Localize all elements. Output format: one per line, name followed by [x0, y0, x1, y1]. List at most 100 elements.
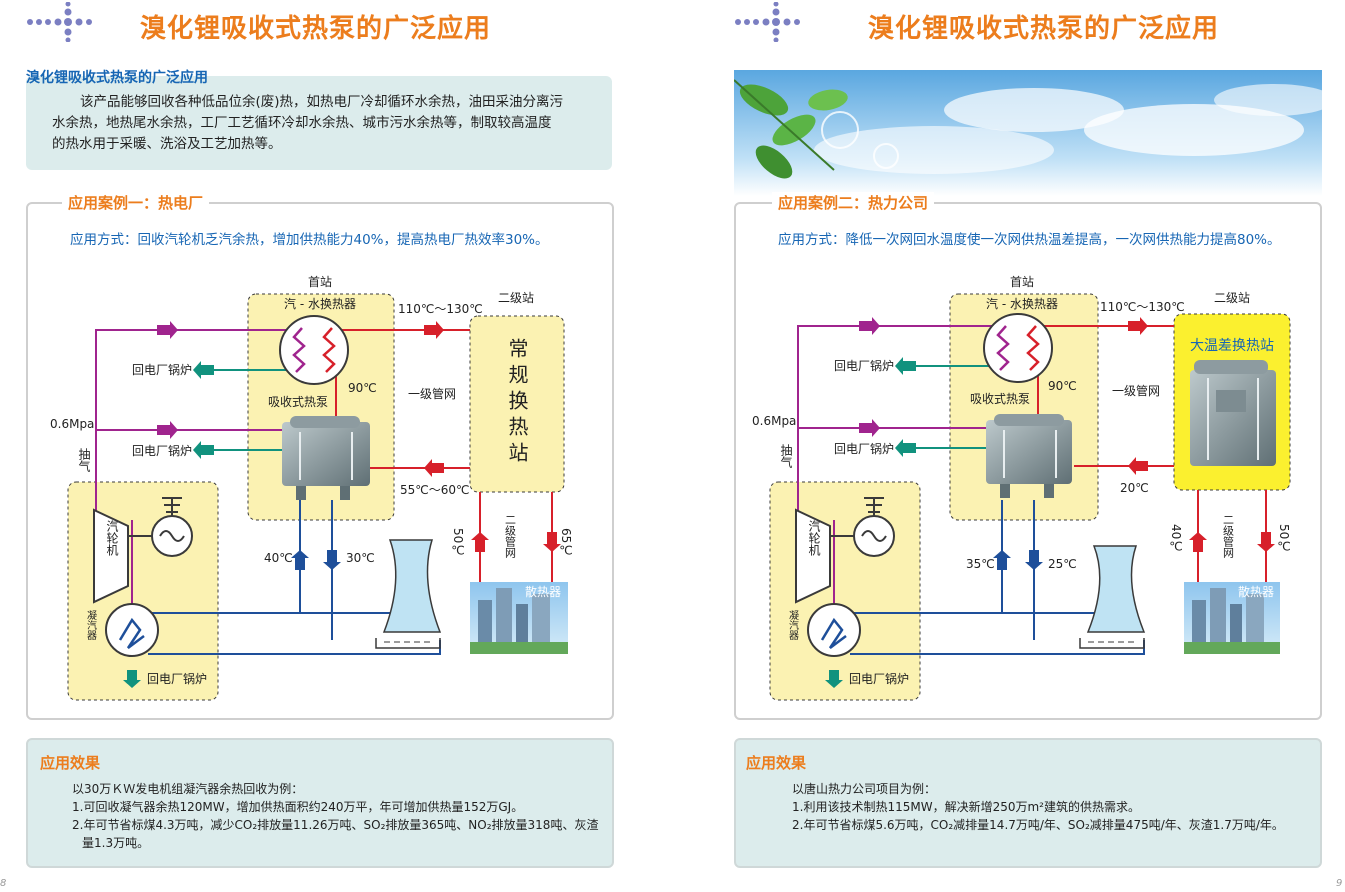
primary-network-label: 一级管网	[1112, 383, 1160, 398]
mid-temp-label: 90℃	[348, 381, 377, 395]
return-temp-label: 55℃～60℃	[400, 483, 470, 497]
generator-ground-icon	[162, 497, 182, 516]
system-diagram: 首站 二级站 汽 - 水换热器 吸收式热泵 110℃～130℃ 20℃ 90℃ …	[752, 275, 1291, 701]
effect-line: 1.利用该技术制热115MW，解决新增250万m²建筑的供热需求。	[792, 800, 1140, 814]
secondary-left-temp-label: 40℃	[1169, 524, 1183, 553]
pressure-label: 0.6Mpa	[752, 414, 796, 428]
effect-panel: 应用效果 以30万ＫＷ发电机组凝汽器余热回收为例： 1.可回收凝气器余热120M…	[26, 738, 614, 868]
condenser-icon	[807, 603, 861, 657]
turbine-box	[769, 481, 921, 701]
condenser-label: 凝汽器	[787, 610, 799, 641]
right-page: 溴化锂吸收式热泵的广泛应用 应用案例二：热力公司 应用方式：降低一次网回水温度使…	[672, 0, 1345, 892]
effect-line: 2.年可节省标煤5.6万吨，CO₂减排量14.7万吨/年、SO₂减排量475吨/…	[792, 818, 1284, 832]
turbine-icon	[93, 508, 129, 604]
intro-panel: 该产品能够回收各种低品位余(废)热，如热电厂冷却循环水余热，油田采油分离污 水余…	[26, 76, 612, 170]
radiator-image	[1184, 582, 1280, 654]
turbine-icon	[795, 508, 831, 604]
primary-network-label: 一级管网	[408, 386, 456, 401]
bubble-icon	[873, 143, 899, 169]
heat-pump-label: 吸收式热泵	[268, 395, 328, 409]
return-temp-label: 20℃	[1120, 481, 1149, 495]
supply-temp-label: 110℃～130℃	[1100, 300, 1185, 314]
radiator-label: 散热器	[1238, 584, 1274, 599]
intro-text: 该产品能够回收各种低品位余(废)热，如热电厂冷却循环水余热，油田采油分离污 水余…	[52, 92, 602, 155]
dots-logo-icon	[735, 2, 800, 42]
turbine-label: 汽轮机	[807, 519, 821, 556]
turbine-label: 汽轮机	[105, 519, 119, 556]
heat-exchanger-icon	[279, 315, 349, 385]
return-boiler-label: 回电厂锅炉	[834, 358, 894, 373]
secondary-network-label: 二级管网	[1222, 514, 1235, 559]
effect-line: 2.年可节省标煤4.3万吨，减少CO₂排放量11.26万吨、SO₂排放量365吨…	[72, 818, 599, 832]
leaf-icon	[734, 79, 848, 179]
second-station-label: 二级站	[498, 291, 534, 305]
second-station-label: 二级站	[1214, 291, 1250, 305]
intro-line-2: 水余热，地热尾水余热，工厂工艺循环冷却水余热、城市污水余热等，制取较高温度	[52, 115, 552, 131]
system-diagram: 首站 二级站 汽 - 水换热器 吸收式热泵 110℃～130℃ 55℃～60℃ …	[50, 275, 573, 701]
intro-line-1: 该产品能够回收各种低品位余(废)热，如热电厂冷却循环水余热，油田采油分离污	[80, 94, 564, 110]
return-boiler-label: 回电厂锅炉	[132, 362, 192, 377]
case-heading: 应用案例一：热电厂	[62, 192, 210, 213]
absorption-heat-pump-icon	[986, 414, 1072, 498]
exchanger-label: 汽 - 水换热器	[986, 296, 1058, 311]
secondary-left-temp-label: 50℃	[451, 528, 465, 557]
condenser-icon	[105, 603, 159, 657]
heat-exchanger-icon	[983, 313, 1053, 383]
return-boiler-label: 回电厂锅炉	[132, 443, 192, 458]
radiator-image	[470, 582, 568, 654]
return-boiler-label: 回电厂锅炉	[849, 671, 909, 686]
effect-line: 以30万ＫＷ发电机组凝汽器余热回收为例：	[72, 782, 304, 796]
cooling-tower-icon	[382, 539, 442, 633]
exchanger-label: 汽 - 水换热器	[284, 296, 356, 311]
cooling-out-temp-label: 30℃	[346, 551, 375, 565]
arrow-icon	[123, 321, 561, 688]
arrow-icon	[825, 317, 1275, 688]
effect-panel: 应用效果 以唐山热力公司项目为例： 1.利用该技术制热115MW，解决新增250…	[734, 738, 1322, 868]
turbine-box	[67, 481, 219, 701]
extraction-label: 抽气	[779, 444, 793, 468]
extraction-label: 抽气	[77, 448, 91, 472]
intro-heading: 溴化锂吸收式热泵的广泛应用	[26, 70, 208, 86]
absorption-heat-pump-icon	[282, 416, 370, 500]
station-name-label: 常规换热站	[505, 338, 529, 468]
first-station-label: 首站	[308, 275, 332, 289]
pressure-label: 0.6Mpa	[50, 417, 94, 431]
bubble-icon	[821, 111, 859, 149]
application-method: 应用方式：降低一次网回水温度使一次网供热温差提高，一次网供热能力提高80%。	[778, 232, 1281, 248]
secondary-right-temp-label: 65℃	[559, 528, 573, 557]
second-station-box	[469, 315, 565, 493]
condenser-label: 凝汽器	[85, 610, 97, 641]
effect-line: 1.可回收凝气器余热120MW，增加供热面积约240万平，年可增加供热量152万…	[72, 800, 524, 814]
page-number: 8	[0, 878, 7, 889]
effect-list: 以唐山热力公司项目为例： 1.利用该技术制热115MW，解决新增250万m²建筑…	[792, 780, 1284, 834]
effect-line: 以唐山热力公司项目为例：	[792, 782, 937, 796]
case-heading: 应用案例二：热力公司	[772, 192, 935, 213]
heat-pump-label: 吸收式热泵	[970, 392, 1030, 406]
cooling-out-temp-label: 25℃	[1048, 557, 1077, 571]
first-station-label: 首站	[1010, 275, 1034, 289]
return-boiler-label: 回电厂锅炉	[147, 671, 207, 686]
left-page: 溴化锂吸收式热泵的广泛应用 该产品能够回收各种低品位余(废)热，如热电厂冷却循环…	[0, 0, 672, 892]
effect-list: 以30万ＫＷ发电机组凝汽器余热回收为例： 1.可回收凝气器余热120MW，增加供…	[72, 780, 598, 852]
application-method: 应用方式：回收汽轮机乏汽余热，增加供热能力40%，提高热电厂热效率30%。	[70, 232, 549, 248]
intro-line-3: 的热水用于采暖、洗浴及工艺加热等。	[52, 136, 282, 152]
sky-leaves-banner	[734, 70, 1322, 196]
station-name-label: 大温差换热站	[1190, 337, 1274, 354]
dots-logo-icon	[27, 2, 92, 42]
page-number: 9	[1336, 878, 1343, 889]
cooling-in-temp-label: 40℃	[264, 551, 293, 565]
mid-temp-label: 90℃	[1048, 379, 1077, 393]
return-boiler-label: 回电厂锅炉	[834, 441, 894, 456]
effect-heading: 应用效果	[40, 754, 101, 772]
large-temp-diff-unit-icon	[1190, 360, 1276, 466]
radiator-label: 散热器	[525, 584, 561, 599]
page-title: 溴化锂吸收式热泵的广泛应用	[140, 14, 492, 44]
generator-ground-icon	[864, 497, 884, 516]
secondary-network-label: 二级管网	[504, 514, 517, 559]
cooling-in-temp-label: 35℃	[966, 557, 995, 571]
secondary-right-temp-label: 50℃	[1277, 524, 1291, 553]
effect-line: 量1.3万吨。	[82, 836, 150, 850]
cooling-tower-icon	[1086, 545, 1146, 633]
supply-temp-label: 110℃～130℃	[398, 302, 483, 316]
page-title: 溴化锂吸收式热泵的广泛应用	[868, 14, 1220, 44]
